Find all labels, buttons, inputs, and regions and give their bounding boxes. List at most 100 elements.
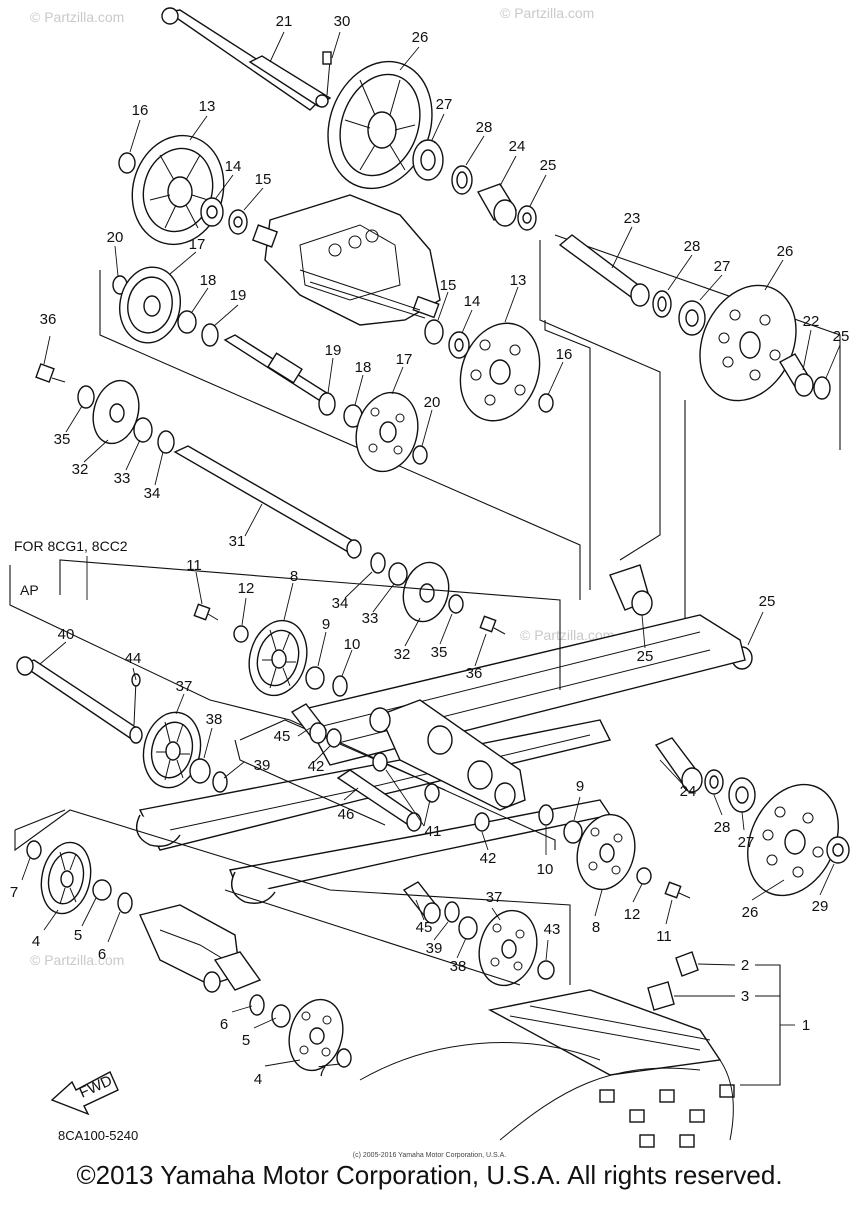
part-19-clip-center (318, 392, 336, 416)
document-number: 8CA100-5240 (58, 1128, 139, 1143)
callout-26: 26 (412, 29, 429, 46)
part-33-collar-lower (388, 562, 408, 586)
part-26-sprocket-lower (747, 783, 839, 897)
callout-24: 24 (509, 138, 526, 155)
lower-left-bracket (139, 904, 262, 993)
callout-6b: 6 (220, 1016, 228, 1033)
lower-left-frame-lines (14, 809, 571, 986)
callout-7b: 7 (318, 1063, 326, 1080)
callout-36b: 36 (466, 665, 483, 682)
callout-45b: 45 (416, 919, 433, 936)
part-37-wheel (142, 711, 202, 789)
callout-37b: 37 (486, 889, 503, 906)
part-20-clip-center (412, 445, 428, 465)
callout-12b: 12 (624, 906, 641, 923)
part-13-idler-wheel (131, 134, 225, 246)
part-16-clip-right (538, 393, 554, 413)
part-12-nut-lower (636, 867, 652, 885)
ap-label: AP (20, 582, 39, 598)
callout-11b: 11 (656, 928, 672, 945)
part-32-wheel (92, 379, 140, 445)
callout-25c: 25 (637, 648, 654, 665)
callout-11: 11 (186, 557, 202, 574)
callout-39b: 39 (426, 940, 443, 957)
part-10-clip-lower (538, 804, 554, 826)
callout-19: 19 (230, 287, 247, 304)
callout-36: 36 (40, 311, 57, 328)
part-6-clip (117, 892, 133, 914)
callout-15: 15 (255, 171, 272, 188)
leader-lines (21, 31, 841, 1067)
callout-5: 5 (74, 927, 82, 944)
callout-1: 1 (802, 1017, 810, 1034)
callout-21: 21 (276, 13, 293, 30)
callout-4: 4 (32, 933, 40, 950)
part-39-clip-lower (444, 901, 460, 923)
part-12-nut (233, 625, 249, 643)
part-7-clip (26, 840, 42, 860)
callout-14b: 14 (464, 293, 481, 310)
part-16-clip (118, 152, 136, 174)
callout-4b: 4 (254, 1071, 262, 1088)
part-14-bearing-right (448, 331, 470, 359)
watermark: © Partzilla.com (30, 952, 124, 968)
part-45-collar (290, 703, 328, 744)
fwd-arrow-icon: FWD (50, 1071, 119, 1116)
part-28-circlip (451, 165, 473, 195)
callout-18b: 18 (355, 359, 372, 376)
callout-35: 35 (54, 431, 71, 448)
callout-33: 33 (114, 470, 131, 487)
part-26-sprocket-right (699, 284, 797, 402)
callout-29: 29 (812, 898, 829, 915)
callout-25b: 25 (833, 328, 850, 345)
part-46-collar (336, 769, 422, 832)
callout-23: 23 (624, 210, 641, 227)
callout-10: 10 (344, 636, 361, 653)
callout-28: 28 (476, 119, 493, 136)
copyright-notice: ©2013 Yamaha Motor Corporation, U.S.A. A… (76, 1160, 783, 1190)
part-10-clip (332, 675, 348, 697)
part-27-bearing-lower (728, 777, 756, 813)
callout-14: 14 (225, 158, 242, 175)
callout-27b: 27 (714, 258, 731, 275)
callout-45: 45 (274, 728, 291, 745)
callout-17b: 17 (396, 351, 413, 368)
callout-25: 25 (540, 157, 557, 174)
part-33-collar (133, 417, 153, 443)
callout-12: 12 (238, 580, 255, 597)
watermark: © Partzilla.com (30, 9, 124, 25)
part-45-collar-lower (402, 881, 442, 924)
callout-39: 39 (254, 757, 271, 774)
callout-9: 9 (322, 616, 330, 633)
part-25-washer-right (813, 376, 831, 400)
part-7-clip-lower (336, 1048, 352, 1068)
callout-44: 44 (125, 650, 142, 667)
part-44-pin (131, 673, 141, 726)
part-28-circlip-lower (704, 769, 724, 795)
part-5-collar-lower (271, 1004, 291, 1028)
part-22-collar (779, 353, 814, 397)
callout-18: 18 (200, 272, 217, 289)
callout-31: 31 (229, 533, 246, 550)
part-35-clip-lower (448, 594, 464, 614)
part-34-clip-lower (370, 552, 386, 574)
callout-30: 30 (334, 13, 351, 30)
callout-labels: 21 30 26 27 28 24 25 16 13 14 15 20 17 1… (10, 13, 850, 1088)
callout-46: 46 (338, 806, 355, 823)
callout-43: 43 (544, 921, 561, 938)
part-35-clip (77, 385, 95, 409)
part-41-bushing (372, 752, 440, 803)
callout-16: 16 (132, 102, 149, 119)
callout-42: 42 (308, 758, 325, 775)
part-4-wheel-lower (288, 998, 344, 1072)
part-13-wheel-right (459, 322, 541, 422)
part-8-wheel-lower (576, 813, 636, 891)
part-8-wheel (248, 619, 308, 697)
callout-5b: 5 (242, 1032, 250, 1049)
part-36-bolt-lower (479, 615, 506, 635)
ap-frame-lines (9, 559, 561, 850)
callout-26c: 26 (742, 904, 759, 921)
callout-33b: 33 (362, 610, 379, 627)
track-callout-bracket (674, 963, 795, 1086)
